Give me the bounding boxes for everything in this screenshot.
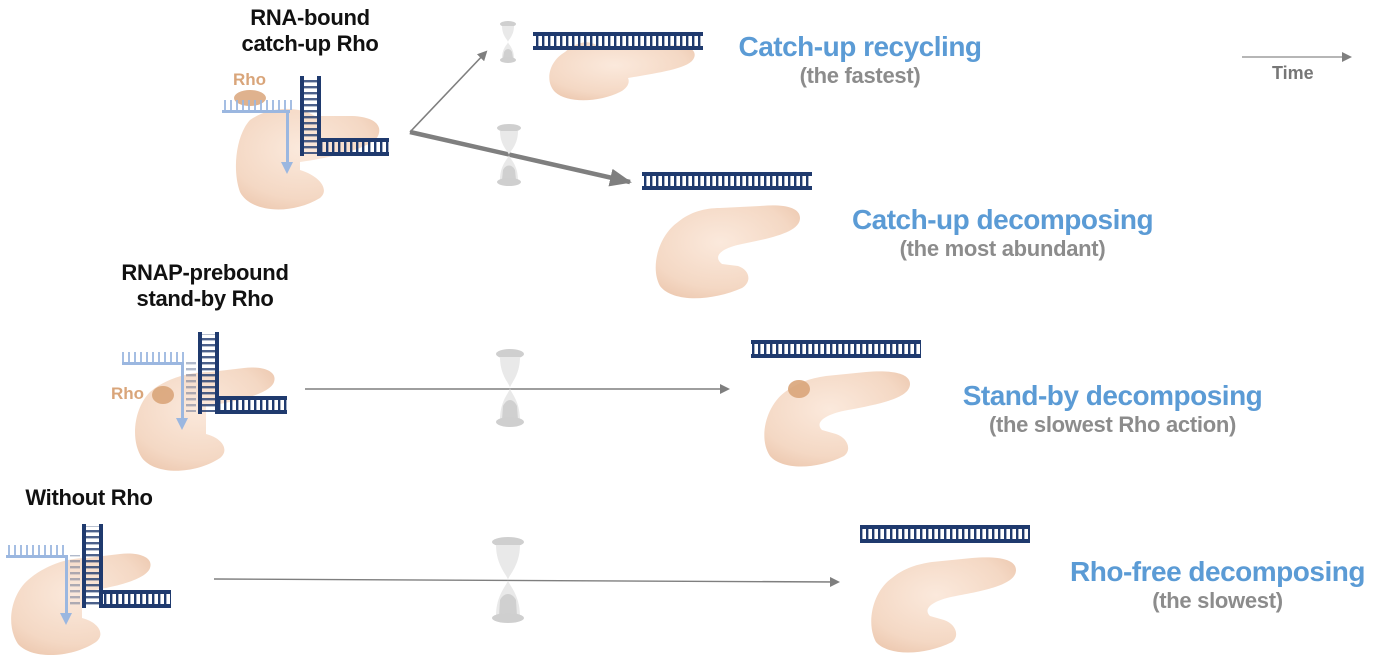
outcome-rhofree-decomposing: Rho-free decomposing (the slowest) xyxy=(1050,555,1385,614)
label-line: RNA-bound xyxy=(250,5,370,30)
time-label: Time xyxy=(1272,63,1314,83)
outcome-recycling-graphic xyxy=(533,32,703,101)
outcome-subtitle: (the slowest Rho action) xyxy=(988,412,1237,438)
hourglass-icon xyxy=(496,349,524,427)
outcome-title: Catch-up decomposing xyxy=(851,204,1154,235)
outcome-title: Rho-free decomposing xyxy=(1070,556,1365,587)
hand-icon xyxy=(655,205,800,299)
arrow-to-rhofree-decomposing xyxy=(213,576,840,587)
hand-icon xyxy=(235,108,380,210)
outcome-catchup-decomposing-graphic xyxy=(642,172,812,299)
label-line: RNAP-prebound xyxy=(121,260,289,285)
outcome-catchup-decomposing: Catch-up decomposing (the most abundant) xyxy=(825,203,1180,262)
outcome-title: Stand-by decomposing xyxy=(962,380,1263,411)
label-rnap-prebound-standby-rho: RNAP-prebound stand-by Rho xyxy=(95,260,315,312)
outcome-catchup-recycling: Catch-up recycling (the fastest) xyxy=(715,30,1005,89)
outcome-rhofree-decomposing-graphic xyxy=(860,525,1030,653)
complex-rnap-prebound xyxy=(122,332,287,471)
outcome-subtitle: (the slowest) xyxy=(1152,588,1283,614)
rho-tag-label-1: Rho xyxy=(233,70,266,89)
rho-tag-label-2: Rho xyxy=(111,384,144,403)
hand-icon xyxy=(11,553,151,656)
hourglass-icon xyxy=(497,124,521,186)
arrow-to-recycling xyxy=(409,50,488,133)
label-line: stand-by Rho xyxy=(136,285,274,311)
outcome-subtitle: (the most abundant) xyxy=(899,236,1106,262)
label-without-rho: Without Rho xyxy=(4,485,174,511)
outcome-title: Catch-up recycling xyxy=(738,31,982,62)
hourglass-icon xyxy=(500,21,516,63)
label-line: catch-up Rho xyxy=(241,30,379,56)
outcome-standby-decomposing-graphic xyxy=(751,340,921,467)
outcome-standby-decomposing: Stand-by decomposing (the slowest Rho ac… xyxy=(935,379,1290,438)
complex-rna-bound xyxy=(222,76,389,210)
hand-icon xyxy=(549,42,695,101)
label-rna-bound-catchup-rho: RNA-bound catch-up Rho xyxy=(215,5,405,57)
arrow-to-catchup-decomposing xyxy=(409,129,632,187)
hand-icon xyxy=(764,371,910,467)
complex-without-rho xyxy=(6,524,171,656)
label-line: Without Rho xyxy=(25,485,153,510)
hand-icon xyxy=(871,557,1016,653)
rho-protein-icon xyxy=(152,386,174,404)
outcome-subtitle: (the fastest) xyxy=(799,63,921,89)
hourglass-icon xyxy=(492,537,524,623)
rho-protein-icon xyxy=(788,380,810,398)
